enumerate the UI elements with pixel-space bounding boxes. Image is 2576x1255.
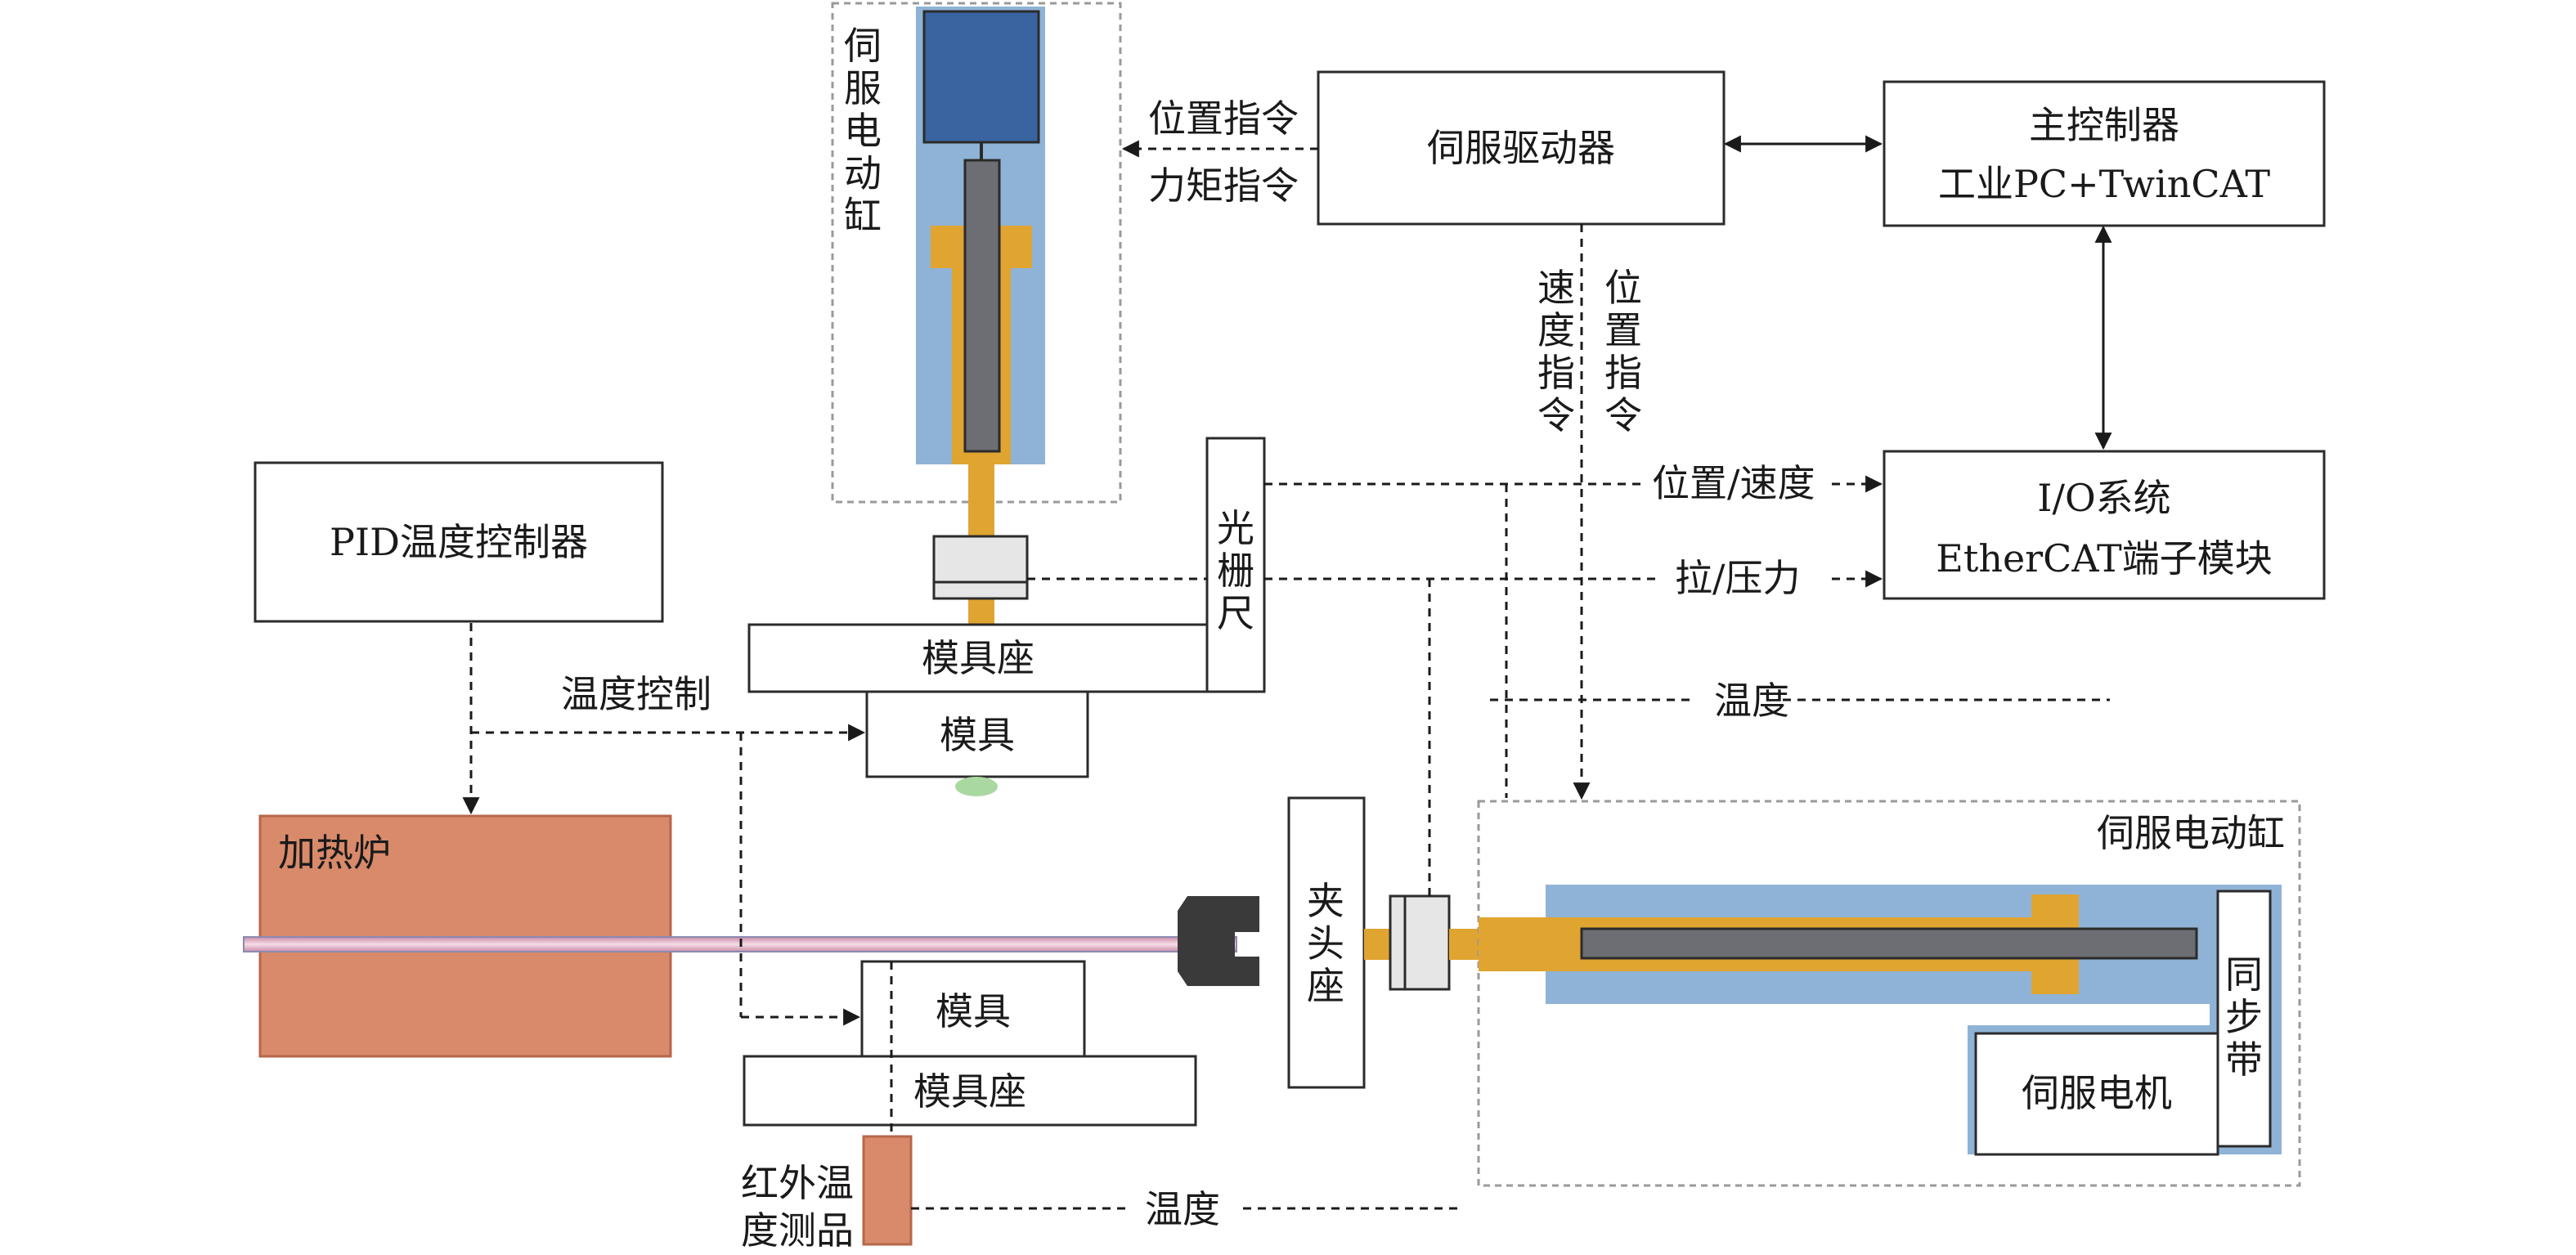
chuck-seat-label: 夹头座 <box>1307 879 1344 1008</box>
right-gold-shaft-mid <box>1449 929 1482 960</box>
tension-pressure-label: 拉/压力 <box>1675 556 1801 600</box>
servo-motor-label: 伺服电机 <box>2022 1071 2172 1115</box>
position-cmd-vertical-label: 位置指令 <box>1604 266 1642 437</box>
top-load-cell <box>932 535 1029 600</box>
pid-controller-box <box>254 461 664 623</box>
mold-bottom-box <box>860 960 1086 1058</box>
mold-seat-bottom-box <box>743 1055 1197 1127</box>
mold-top-label: 模具 <box>940 713 1015 757</box>
temperature-control-label: 温度控制 <box>561 672 711 716</box>
chuck-grip <box>1178 896 1259 986</box>
right-cylinder-frame <box>1477 800 2301 1187</box>
servo-motor-box <box>1974 1032 2219 1156</box>
mold-seat-top-label: 模具座 <box>922 636 1034 680</box>
furnace-label: 加热炉 <box>278 831 391 875</box>
pid-controller-label: PID温度控制器 <box>329 520 588 564</box>
servo-driver-box <box>1317 70 1726 226</box>
position-cmd-label: 位置指令 <box>1148 96 1299 141</box>
mold-bottom-label: 模具 <box>936 989 1011 1033</box>
temperature-mid-label: 温度 <box>1714 679 1789 723</box>
ir-thermometer-label: 红外温度测品 <box>741 1161 854 1253</box>
top-servo-cylinder-label: 伺服电动缸 <box>844 24 882 238</box>
grating-scale-box <box>1205 437 1266 693</box>
torque-cmd-label: 力矩指令 <box>1148 164 1299 208</box>
io-system-line1: I/O系统 <box>2037 476 2171 520</box>
top-cylinder-motor <box>922 10 1040 144</box>
right-piston-rod <box>1580 927 2198 960</box>
mold-seat-bottom-label: 模具座 <box>913 1069 1026 1114</box>
mold-seat-top-box <box>747 623 1209 693</box>
main-controller-box <box>1883 80 2326 227</box>
io-system-line2: EtherCAT端子模块 <box>1936 536 2273 580</box>
io-system-box <box>1883 450 2326 600</box>
chuck-seat-box <box>1287 796 1366 1089</box>
right-load-cell <box>1389 894 1451 991</box>
sync-belt-label: 同步带 <box>2225 952 2263 1082</box>
right-servo-cylinder-label: 伺服电动缸 <box>2097 811 2285 855</box>
sync-belt-box <box>2216 890 2272 1148</box>
main-controller-line1: 主控制器 <box>2029 103 2179 147</box>
mold-top-box <box>865 690 1089 778</box>
grating-scale-label: 光栅尺 <box>1217 506 1254 635</box>
right-gold-shaft-left <box>1364 929 1393 960</box>
ir-block <box>862 1135 913 1246</box>
temperature-bottom-label: 温度 <box>1145 1187 1220 1231</box>
main-controller-line2: 工业PC+TwinCAT <box>1937 162 2271 206</box>
position-speed-label: 位置/速度 <box>1652 461 1815 505</box>
top-piston-rod <box>963 159 1001 453</box>
speed-cmd-label: 速度指令 <box>1537 266 1575 437</box>
servo-driver-label: 伺服驱动器 <box>1427 126 1615 170</box>
